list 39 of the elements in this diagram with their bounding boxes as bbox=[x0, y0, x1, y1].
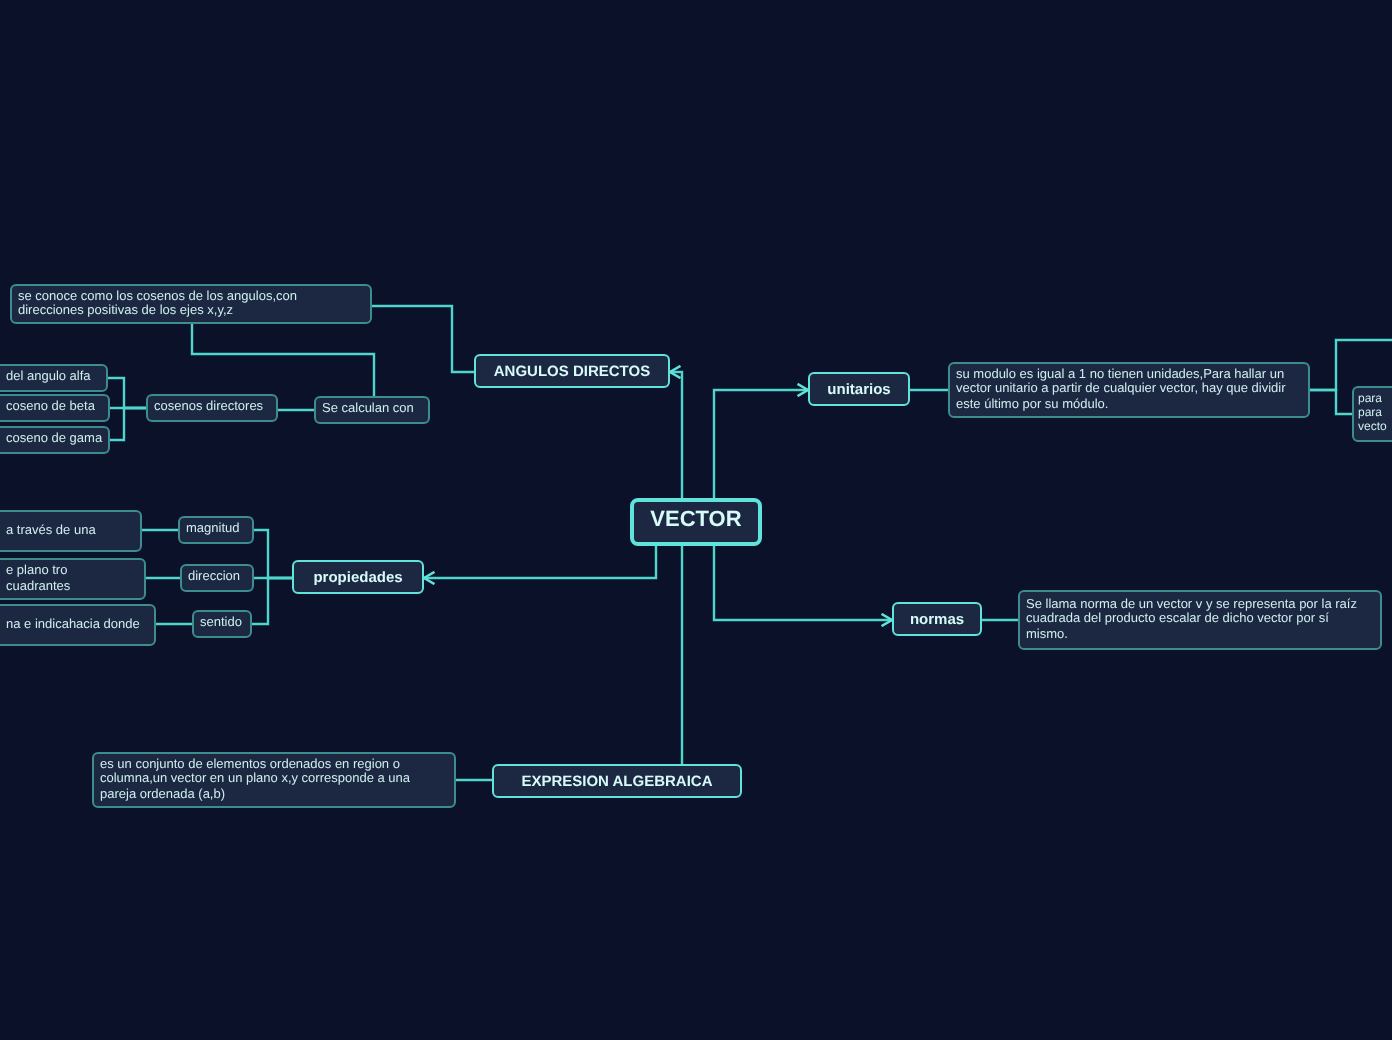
connector-line bbox=[252, 576, 292, 626]
subtopic-box bbox=[192, 610, 252, 638]
subtopic-box bbox=[0, 510, 142, 552]
connector-line bbox=[910, 388, 948, 392]
node-text: VECTOR bbox=[650, 514, 742, 530]
connector-line bbox=[712, 382, 810, 498]
subtopic-box bbox=[0, 364, 108, 392]
subtopic-box bbox=[1018, 590, 1382, 650]
connector-line bbox=[456, 778, 492, 782]
subtopic-box bbox=[0, 558, 146, 600]
subtopic-box bbox=[314, 396, 430, 424]
subtopic-box bbox=[146, 394, 278, 422]
connector-line bbox=[668, 364, 684, 498]
subtopic-box bbox=[178, 516, 254, 544]
subtopic-box bbox=[0, 394, 110, 422]
topic-box bbox=[292, 560, 424, 594]
subtopic-box bbox=[180, 564, 254, 592]
connector-line bbox=[142, 528, 178, 532]
connector-line bbox=[1310, 338, 1392, 392]
connector-line bbox=[190, 324, 376, 396]
connector-line bbox=[422, 546, 658, 586]
connector-line bbox=[982, 618, 1018, 622]
connector-line bbox=[372, 304, 474, 374]
connector-line bbox=[712, 546, 894, 628]
subtopic-box bbox=[948, 362, 1310, 418]
subtopic-box bbox=[92, 752, 456, 808]
connector-line bbox=[110, 406, 146, 442]
topic-box bbox=[808, 372, 910, 406]
connector-line bbox=[278, 408, 314, 412]
topic-box bbox=[492, 764, 742, 798]
connector-line bbox=[680, 546, 684, 764]
topic-box bbox=[892, 602, 982, 636]
central-topic bbox=[630, 498, 762, 546]
subtopic-box bbox=[0, 604, 156, 646]
topic-box bbox=[474, 354, 670, 388]
subtopic-box bbox=[10, 284, 372, 324]
connector-line bbox=[156, 622, 192, 626]
connector-line bbox=[146, 576, 180, 580]
subtopic-box bbox=[0, 426, 110, 454]
